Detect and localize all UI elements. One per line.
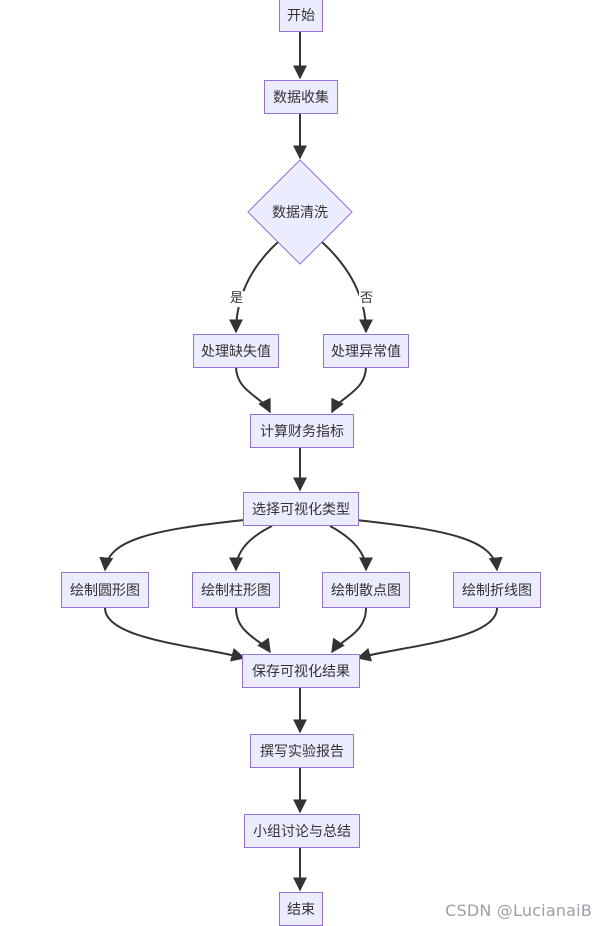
node-save: 保存可视化结果 xyxy=(242,654,360,688)
node-metrics: 计算财务指标 xyxy=(250,414,354,448)
node-bar: 绘制柱形图 xyxy=(192,572,280,608)
node-clean-label: 数据清洗 xyxy=(272,205,328,221)
node-choose: 选择可视化类型 xyxy=(243,492,359,526)
watermark-text: CSDN @LucianaiB xyxy=(445,901,592,920)
edge-clean-outlier xyxy=(321,241,373,334)
edge-scatter-save xyxy=(331,607,367,654)
edge-choose-line xyxy=(355,519,503,572)
edge-missing-metrics xyxy=(235,365,271,414)
decision-diamond xyxy=(247,159,353,265)
edge-bar-save xyxy=(235,607,271,654)
node-start: 开始 xyxy=(279,0,323,32)
edge-clean-missing xyxy=(229,241,279,334)
edge-outlier-metrics xyxy=(331,365,367,414)
node-discuss: 小组讨论与总结 xyxy=(244,814,360,848)
edge-label-yes: 是 xyxy=(229,291,245,307)
node-missing: 处理缺失值 xyxy=(193,334,279,368)
edge-pie-save xyxy=(104,607,246,662)
node-end: 结束 xyxy=(279,892,323,926)
node-pie: 绘制圆形图 xyxy=(61,572,149,608)
node-collect: 数据收集 xyxy=(264,80,338,114)
edge-choose-bar xyxy=(229,525,273,572)
node-report: 撰写实验报告 xyxy=(250,734,354,768)
edge-choose-scatter xyxy=(329,525,373,572)
edge-line-save xyxy=(356,607,498,662)
edge-label-no: 否 xyxy=(359,291,375,307)
edge-choose-pie xyxy=(99,519,245,572)
node-outlier: 处理异常值 xyxy=(323,334,409,368)
node-scatter: 绘制散点图 xyxy=(322,572,410,608)
node-line: 绘制折线图 xyxy=(453,572,541,608)
